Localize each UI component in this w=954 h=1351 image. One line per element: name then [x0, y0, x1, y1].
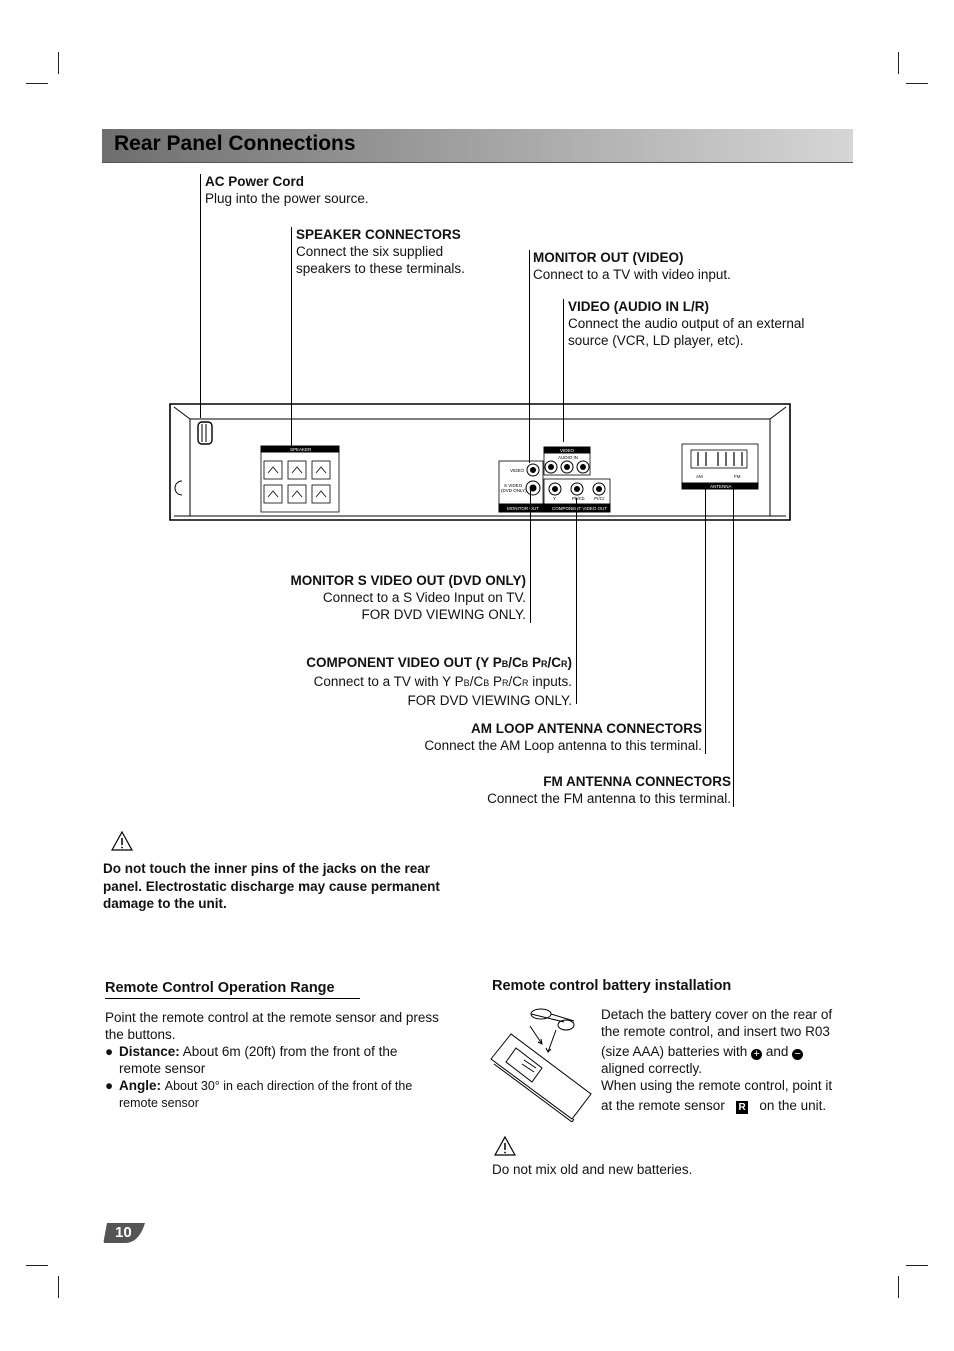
ac-power-text: Plug into the power source. [205, 191, 369, 206]
panel-am: AM [696, 474, 703, 479]
warning-icon [494, 1136, 516, 1156]
panel-video-jack: VIDEO [510, 468, 525, 473]
panel-svideo-jack: S VIDEO [504, 483, 523, 488]
speaker-text-1: Connect the six supplied [296, 244, 444, 259]
leader-line [576, 498, 577, 704]
video-audio-text-2: source (VCR, LD player, etc). [568, 333, 744, 348]
warning-line: panel. Electrostatic discharge may cause… [103, 878, 440, 894]
section-title-bar: Rear Panel Connections [102, 129, 853, 163]
battery-line: When using the remote control, point it [601, 1078, 833, 1093]
plus-icon: + [751, 1049, 763, 1060]
component-text-2: FOR DVD VIEWING ONLY. [407, 693, 572, 708]
panel-speaker-label: SPEAKER [290, 447, 312, 452]
remote-sensor-icon: R [736, 1101, 749, 1114]
am-antenna-callout: AM LOOP ANTENNA CONNECTORS Connect the A… [424, 720, 702, 754]
rear-panel-diagram: SPEAKER VIDEO AUDIO IN VIDEO S VIDEO (DV… [169, 403, 791, 521]
battery-line: (size AAA) batteries with + and − [601, 1043, 861, 1060]
leader-line [563, 299, 564, 442]
panel-pbcb: Pb/Cb [572, 496, 585, 501]
ac-power-heading: AC Power Cord [205, 174, 305, 189]
monitor-video-callout: MONITOR OUT (VIDEO) Connect to a TV with… [533, 249, 731, 283]
svideo-text-2: FOR DVD VIEWING ONLY. [361, 607, 526, 622]
leader-line [291, 227, 292, 446]
svideo-callout: MONITOR S VIDEO OUT (DVD ONLY) Connect t… [290, 572, 526, 623]
monitor-video-text: Connect to a TV with video input. [533, 267, 731, 282]
component-callout: COMPONENT VIDEO OUT (Y PB/CB PR/CR) Conn… [306, 654, 572, 709]
svideo-text-1: Connect to a S Video Input on TV. [322, 590, 526, 605]
panel-monitor-out: MONITOR OUT [507, 506, 539, 511]
panel-audio-in-label: AUDIO IN [558, 455, 578, 460]
warning-line: Do not touch the inner pins of the jacks… [103, 861, 431, 876]
crop-mark [898, 1276, 899, 1298]
distance-item-cont: remote sensor [119, 1061, 206, 1076]
page-number: 10 [115, 1224, 132, 1241]
video-audio-text-1: Connect the audio output of an external [568, 316, 805, 331]
video-audio-heading: VIDEO (AUDIO IN L/R) [568, 299, 709, 314]
leader-line [705, 488, 706, 754]
crop-mark [26, 1265, 48, 1266]
crop-mark [26, 83, 48, 84]
ac-power-callout: AC Power Cord Plug into the power source… [205, 173, 369, 207]
monitor-video-heading: MONITOR OUT (VIDEO) [533, 250, 684, 265]
battery-text: Detach the battery cover on the rear of … [601, 1006, 861, 1114]
static-warning: Do not touch the inner pins of the jacks… [103, 860, 483, 913]
leader-line [530, 488, 531, 623]
panel-svideo-dvd: (DVD ONLY) [501, 488, 527, 493]
crop-mark [906, 83, 928, 84]
minus-icon: − [792, 1049, 804, 1060]
crop-mark [58, 1276, 59, 1298]
leader-line [200, 174, 201, 418]
panel-fm: FM [734, 474, 741, 479]
battery-line: Detach the battery cover on the rear of [601, 1007, 833, 1022]
svideo-heading: MONITOR S VIDEO OUT (DVD ONLY) [290, 573, 526, 588]
warning-icon [111, 831, 133, 851]
warning-line: damage to the unit. [103, 896, 227, 911]
speaker-callout: SPEAKER CONNECTORS Connect the six suppl… [296, 226, 465, 277]
angle-item-cont: remote sensor [119, 1096, 199, 1110]
panel-prcr: Pr/Cr [594, 496, 605, 501]
speaker-heading: SPEAKER CONNECTORS [296, 227, 461, 242]
angle-item: ●Angle: About 30° in each direction of t… [105, 1078, 413, 1093]
page-number-badge: 10 [103, 1221, 147, 1245]
fm-antenna-callout: FM ANTENNA CONNECTORS Connect the FM ant… [487, 773, 731, 807]
component-text-1: Connect to a TV with Y PB/CB PR/CR input… [313, 674, 572, 689]
crop-mark [898, 52, 899, 74]
leader-line [529, 250, 530, 463]
page-title: Rear Panel Connections [114, 132, 356, 155]
fm-antenna-text: Connect the FM antenna to this terminal. [487, 791, 731, 806]
panel-component-out: COMPONENT VIDEO OUT [552, 506, 607, 511]
battery-line: aligned correctly. [601, 1061, 703, 1076]
am-antenna-text: Connect the AM Loop antenna to this term… [424, 738, 702, 753]
panel-antenna: ANTENNA [710, 484, 732, 489]
video-audio-callout: VIDEO (AUDIO IN L/R) Connect the audio o… [568, 298, 804, 349]
remote-range-intro: the buttons. [105, 1027, 176, 1042]
crop-mark [58, 52, 59, 74]
speaker-text-2: speakers to these terminals. [296, 261, 465, 276]
battery-line: the remote control, and insert two R03 [601, 1024, 830, 1039]
panel-video-label: VIDEO [560, 448, 575, 453]
component-heading: COMPONENT VIDEO OUT (Y PB/CB PR/CR) [306, 655, 572, 670]
leader-line [733, 488, 734, 807]
remote-range-title: Remote Control Operation Range [105, 980, 335, 996]
panel-y: Y [553, 496, 556, 501]
remote-range-body: Point the remote control at the remote s… [105, 1009, 475, 1112]
distance-item: ●Distance: About 6m (20ft) from the fron… [105, 1044, 398, 1059]
crop-mark [906, 1265, 928, 1266]
battery-title: Remote control battery installation [492, 978, 732, 994]
battery-line: at the remote sensor R on the unit. [601, 1098, 827, 1114]
am-antenna-heading: AM LOOP ANTENNA CONNECTORS [470, 721, 702, 736]
battery-note: Do not mix old and new batteries. [492, 1162, 693, 1177]
remote-battery-illustration [490, 1008, 592, 1122]
fm-antenna-heading: FM ANTENNA CONNECTORS [543, 774, 731, 789]
remote-range-intro: Point the remote control at the remote s… [105, 1010, 439, 1025]
title-underline [105, 998, 360, 999]
